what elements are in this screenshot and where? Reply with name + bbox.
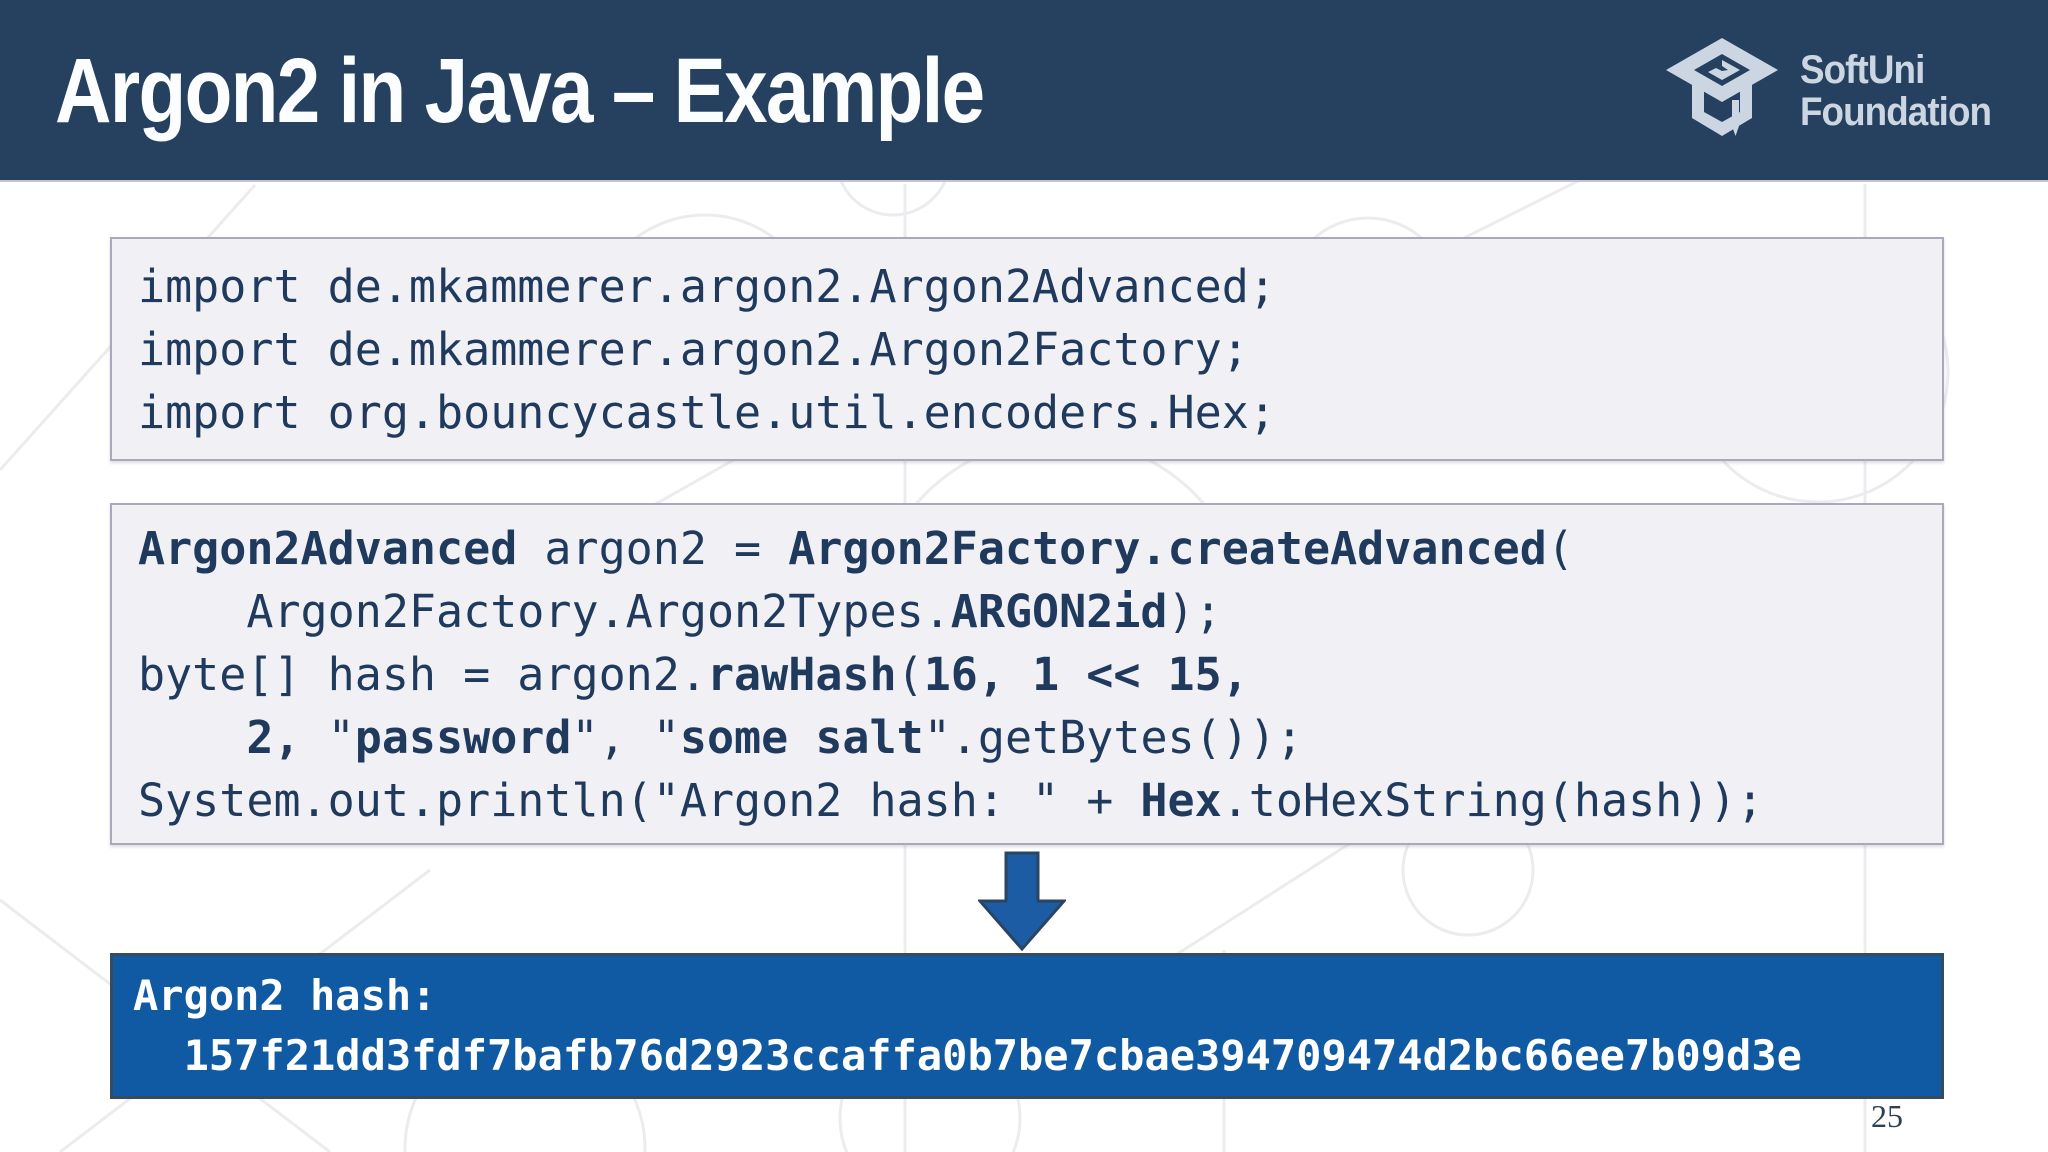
code-line: Argon2Advanced argon2 = Argon2Factory.cr…: [138, 521, 1574, 575]
code-line: 2, "password", "some salt".getBytes());: [246, 710, 1304, 764]
code-line: byte[] hash = argon2.rawHash(16, 1 << 15…: [138, 647, 1249, 701]
down-arrow-icon: [976, 851, 1068, 952]
argon2-code-block: Argon2Advanced argon2 = Argon2Factory.cr…: [110, 503, 1944, 845]
header-bar: Argon2 in Java – Example SoftUni Founda: [0, 0, 2048, 182]
code-line: import org.bouncycastle.util.encoders.He…: [138, 385, 1276, 439]
code-line: Argon2Factory.Argon2Types.ARGON2id);: [138, 584, 1222, 638]
import-code-block: import de.mkammerer.argon2.Argon2Advance…: [110, 237, 1944, 461]
hash-output-label: Argon2 hash:: [133, 971, 437, 1020]
softuni-foundation-logo: SoftUni Foundation: [1662, 0, 2008, 182]
logo-line-foundation: Foundation: [1800, 90, 1992, 134]
page-number: 25: [1871, 1098, 1903, 1134]
code-line: System.out.println("Argon2 hash: " + Hex…: [138, 773, 1764, 827]
hash-output-box: Argon2 hash: 157f21dd3fdf7bafb76d2923cca…: [110, 953, 1944, 1099]
hash-output-value: 157f21dd3fdf7bafb76d2923ccaffa0b7be7cbae…: [133, 1031, 1802, 1080]
code-line: import de.mkammerer.argon2.Argon2Factory…: [138, 322, 1249, 376]
logo-line-softuni: SoftUni: [1800, 48, 1925, 92]
code-line: import de.mkammerer.argon2.Argon2Advance…: [138, 259, 1276, 313]
logo-text: SoftUni Foundation: [1800, 48, 1992, 134]
page-title: Argon2 in Java – Example: [55, 39, 985, 142]
graduation-cap-icon: [1662, 30, 1782, 153]
